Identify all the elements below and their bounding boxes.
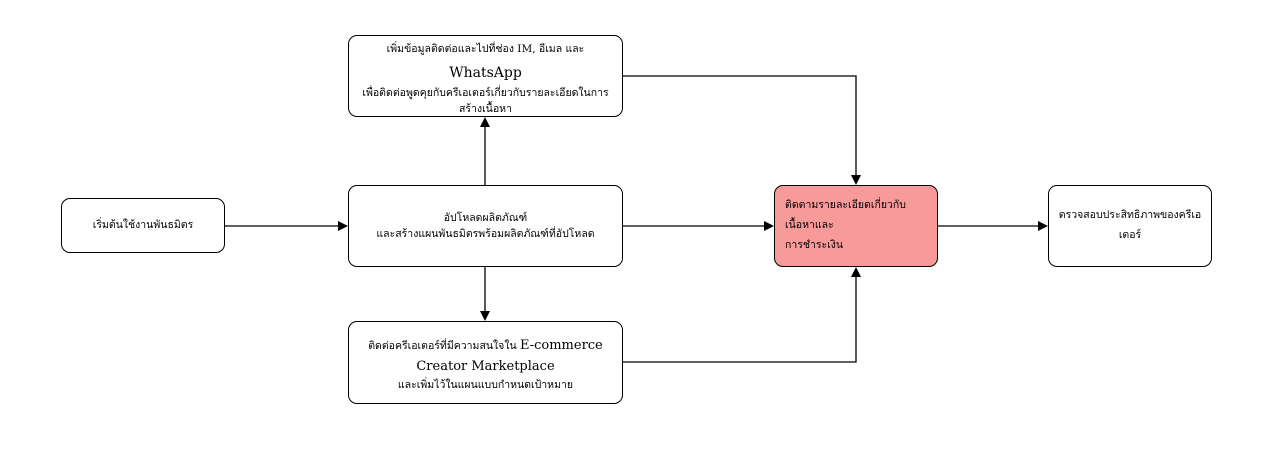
node-check-line1: ตรวจสอบประสิทธิภาพของครีเอ [1058, 209, 1202, 222]
connector-reach-to-track [623, 267, 861, 363]
node-track-content-payment: ติดตามรายละเอียดเกี่ยวกับเนื้อหาและ การช… [774, 185, 938, 267]
node-track-line1: ติดตามรายละเอียดเกี่ยวกับเนื้อหาและ [785, 199, 906, 232]
node-contact-line2: เพื่อติดต่อพูดคุยกับครีเอเตอร์เกี่ยวกับร… [362, 86, 609, 115]
node-contact-line1-en: WhatsApp [449, 64, 522, 81]
node-reach-line3: และเพิ่มไว้ในแผนแบบกำหนดเป้าหมาย [397, 378, 574, 391]
node-upload-line1: อัปโหลดผลิตภัณฑ์ [443, 211, 528, 224]
node-contact-line1-thai: เพิ่มข้อมูลติดต่อและไปที่ช่อง IM, อีเมล … [386, 42, 585, 55]
node-check-line2: เตอร์ [1118, 229, 1142, 241]
node-check-performance: ตรวจสอบประสิทธิภาพของครีเอ เตอร์ [1048, 185, 1212, 267]
node-reach-line1-thai: ติดต่อครีเอเตอร์ที่มีความสนใจใน [368, 339, 520, 352]
node-add-contact-info: เพิ่มข้อมูลติดต่อและไปที่ช่อง IM, อีเมล … [348, 35, 623, 117]
node-track-line2: การชำระเงิน [785, 238, 844, 251]
node-upload-line2: และสร้างแผนพันธมิตรพร้อมผลิตภัณฑ์ที่อัปโ… [376, 228, 595, 240]
node-start-partnership: เริ่มต้นใช้งานพันธมิตร [61, 198, 225, 253]
connector-contact-to-track [623, 75, 861, 185]
node-upload-products: อัปโหลดผลิตภัณฑ์ และสร้างแผนพันธมิตรพร้อ… [348, 185, 623, 267]
node-start-label: เริ่มต้นใช้งานพันธมิตร [92, 219, 194, 232]
node-reach-creators: ติดต่อครีเอเตอร์ที่มีความสนใจใน E-commer… [348, 321, 623, 404]
node-reach-line1-en: E-commerce [519, 337, 603, 353]
node-reach-line2: Creator Marketplace [416, 358, 555, 374]
